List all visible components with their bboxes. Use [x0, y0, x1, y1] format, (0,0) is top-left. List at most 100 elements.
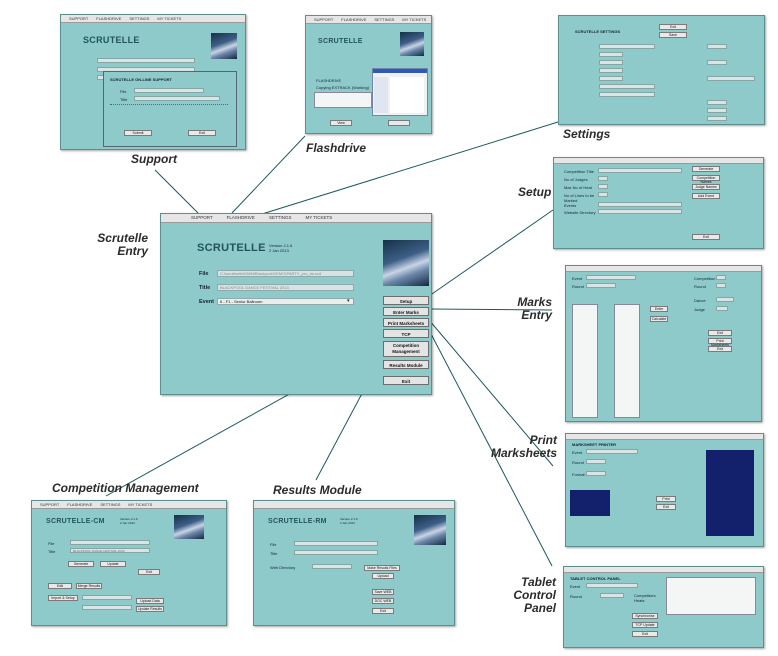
rm-exit-button[interactable]: Exit [372, 608, 394, 614]
setup-events-input[interactable] [598, 202, 682, 207]
marks-exit-button-2[interactable]: Exit [708, 346, 732, 352]
flashdrive-view-button[interactable]: View [330, 120, 352, 126]
rm-save-web-button[interactable]: Save WEB [372, 589, 394, 595]
menu-settings[interactable]: SETTINGS [268, 215, 292, 220]
menu-flashdrive[interactable]: FLASHDRIVE [96, 16, 122, 21]
menu-support[interactable]: SUPPORT [69, 16, 89, 21]
print-judges-list[interactable] [706, 450, 754, 536]
menu-tickets[interactable]: MY TICKETS [402, 17, 427, 22]
marks-print-marksheets-button[interactable]: Print Marksheets [708, 338, 732, 347]
settings-field[interactable] [707, 76, 755, 81]
tablet-update-button[interactable]: TCP Update [632, 622, 658, 628]
settings-field[interactable] [599, 60, 623, 65]
setup-add-event-button[interactable]: Add Event [692, 193, 720, 199]
cm-title-input[interactable]: BLACKPOOL DANCE FESTIVAL 2013 [70, 548, 150, 553]
menu-flashdrive[interactable]: FLASHDRIVE [341, 17, 367, 22]
rm-file-input[interactable] [294, 541, 378, 546]
tablet-synchronise-button[interactable]: Synchronise [632, 613, 658, 619]
settings-field[interactable] [707, 100, 727, 105]
cm-generate-button[interactable]: Generate [68, 561, 94, 567]
print-format-select[interactable] [586, 471, 606, 476]
rm-upload-button[interactable]: Upload [372, 573, 394, 579]
marks-list-numbers[interactable] [572, 304, 598, 418]
tablet-round-select[interactable] [600, 593, 624, 598]
marks-dance-select[interactable] [716, 297, 734, 302]
cm-import-path[interactable] [82, 595, 132, 600]
menu-flashdrive[interactable]: FLASHDRIVE [67, 502, 93, 507]
main-title-input[interactable]: BLACKPOOL DANCE FESTIVAL 2013 [217, 284, 354, 291]
settings-field[interactable] [599, 92, 655, 97]
menu-settings[interactable]: SETTINGS [129, 16, 150, 21]
support-title-input[interactable] [134, 96, 220, 101]
setup-judges-input[interactable] [598, 176, 608, 181]
setup-lines-input[interactable] [598, 192, 608, 197]
main-file-input[interactable]: C:\scrutinelle\DMM\Blackpool\DEMO\PARTY_… [217, 270, 354, 277]
results-module-button[interactable]: Results Module [383, 360, 429, 369]
print-marksheets-button[interactable]: Print Marksheets [383, 318, 429, 327]
print-event-select[interactable] [586, 449, 638, 454]
marks-round-select[interactable] [586, 283, 616, 288]
settings-field[interactable] [599, 84, 655, 89]
support-exit-button[interactable]: Exit [188, 130, 216, 136]
menu-settings[interactable]: SETTINGS [100, 502, 121, 507]
setup-button[interactable]: Setup [383, 296, 429, 305]
rm-make-results-button[interactable]: Make Results Files [364, 565, 400, 571]
setup-exit-button[interactable]: Exit [692, 234, 720, 240]
cm-file-input[interactable] [70, 540, 150, 545]
setup-judge-names-button[interactable]: Judge Names [692, 184, 720, 190]
settings-field[interactable] [599, 44, 655, 49]
setup-heat-input[interactable] [598, 184, 608, 189]
setup-competition-names-button[interactable]: Competition Names [692, 175, 720, 184]
menu-tickets[interactable]: MY TICKETS [157, 16, 182, 21]
cm-edit-button[interactable]: Edit [48, 583, 72, 589]
menu-flashdrive[interactable]: FLASHDRIVE [226, 215, 255, 220]
settings-field[interactable] [707, 108, 727, 113]
marks-judge-select[interactable] [716, 306, 728, 311]
menu-tickets[interactable]: MY TICKETS [305, 215, 333, 220]
cm-import-setup-button[interactable]: Import & Setup [48, 595, 78, 601]
marks-enter-button[interactable]: Enter [650, 306, 668, 312]
marks-calculate-button[interactable]: Calculate [650, 316, 668, 322]
print-events-list[interactable] [570, 490, 610, 516]
marks-list-entries[interactable] [614, 304, 640, 418]
enter-marks-button[interactable]: Enter Marks [383, 307, 429, 316]
menu-settings[interactable]: SETTINGS [374, 17, 395, 22]
menu-support[interactable]: SUPPORT [191, 215, 213, 220]
marks-exit-button[interactable]: Exit [708, 330, 732, 336]
marks-event-select[interactable] [586, 275, 636, 280]
tablet-exit-button[interactable]: Exit [632, 631, 658, 637]
support-file-input[interactable] [134, 88, 204, 93]
settings-field[interactable] [599, 52, 623, 57]
cm-web-directory-input[interactable] [82, 605, 132, 610]
settings-field[interactable] [707, 44, 727, 49]
settings-field[interactable] [599, 68, 623, 73]
menu-tickets[interactable]: MY TICKETS [128, 502, 153, 507]
main-event-select[interactable]: 6 - F1 - Senior Ballroom [217, 298, 354, 305]
rm-title-input[interactable] [294, 550, 378, 555]
print-round-select[interactable] [586, 459, 606, 464]
competition-management-button[interactable]: Competition Management [383, 341, 429, 357]
print-exit-button[interactable]: Exit [656, 504, 676, 510]
cm-merge-results-button[interactable]: Merge Results [76, 583, 102, 589]
chevron-down-icon[interactable]: ▾ [347, 298, 350, 304]
rm-web-directory-input[interactable] [312, 564, 352, 569]
tcp-button[interactable]: TCP [383, 329, 429, 338]
setup-generate-button[interactable]: Generate [692, 166, 720, 172]
setup-website-input[interactable] [598, 209, 682, 214]
settings-field[interactable] [707, 116, 727, 121]
tablet-event-select[interactable] [586, 583, 638, 588]
print-print-button[interactable]: Print [656, 496, 676, 502]
settings-exit-button[interactable]: Exit [659, 24, 687, 30]
cm-update-button[interactable]: Update [100, 561, 126, 567]
support-submit-button[interactable]: Submit [124, 130, 152, 136]
settings-field[interactable] [599, 76, 623, 81]
exit-button[interactable]: Exit [383, 376, 429, 385]
cm-exit-button[interactable]: Exit [138, 569, 160, 575]
setup-competition-title-input[interactable] [598, 168, 682, 173]
menu-support[interactable]: SUPPORT [314, 17, 334, 22]
settings-save-button[interactable]: Save [659, 32, 687, 38]
menu-support[interactable]: SUPPORT [40, 502, 60, 507]
rm-doc-web-button[interactable]: DOC WEB [372, 598, 394, 604]
cm-upload-data-button[interactable]: Upload Data [136, 598, 164, 604]
settings-field[interactable] [707, 60, 727, 65]
